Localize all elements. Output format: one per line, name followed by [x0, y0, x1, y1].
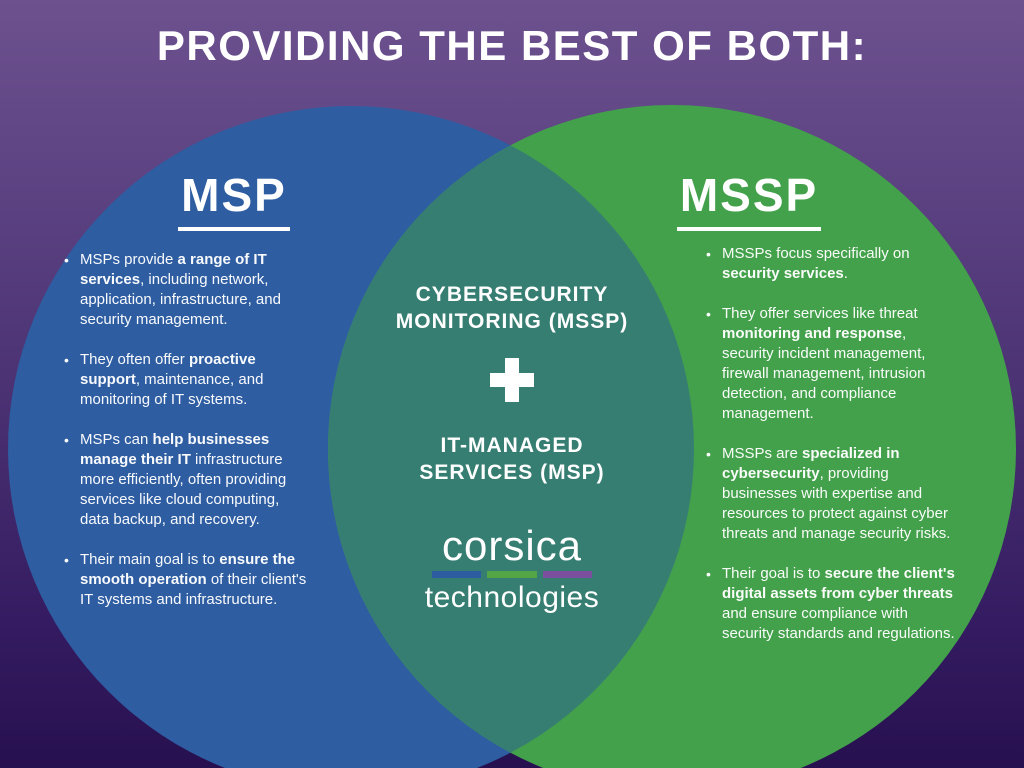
mssp-heading-label: MSSP	[676, 168, 822, 231]
bullet-item: Their goal is to secure the client's dig…	[704, 564, 958, 644]
mssp-heading: MSSP	[664, 168, 834, 231]
logo-bar-green	[487, 571, 537, 578]
venn-overlap-region	[328, 106, 694, 768]
bullet-item: MSSPs focus specifically on security ser…	[704, 244, 958, 284]
logo-bar-blue	[432, 571, 482, 578]
logo-wordmark-corsica: corsica	[441, 522, 583, 569]
bullet-item: MSSPs are specialized in cybersecurity, …	[704, 444, 958, 544]
bullet-item: They offer services like threat monitori…	[704, 304, 958, 424]
logo-color-bars	[432, 571, 592, 578]
logo-bar-purple	[542, 571, 592, 578]
overlap-label-it-managed-services: IT-MANAGED SERVICES (MSP)	[419, 434, 605, 484]
bullet-item: They often offer proactive support, main…	[62, 350, 312, 410]
overlap-label-cybersecurity-monitoring: CYBERSECURITY MONITORING (MSSP)	[395, 283, 629, 333]
msp-heading: MSP	[158, 168, 310, 231]
page-title: PROVIDING THE BEST OF BOTH:	[156, 22, 868, 69]
logo-wordmark-technologies: technologies	[424, 581, 600, 614]
msp-heading-label: MSP	[178, 168, 290, 231]
mssp-bullet-list: MSSPs focus specifically on security ser…	[704, 244, 958, 664]
bullet-item: MSPs can help businesses manage their IT…	[62, 430, 312, 530]
bullet-item: MSPs provide a range of IT services, inc…	[62, 250, 312, 330]
corsica-technologies-logo: corsica technologies	[351, 524, 673, 614]
plus-icon	[490, 358, 534, 402]
msp-bullet-list: MSPs provide a range of IT services, inc…	[62, 250, 312, 630]
bullet-item: Their main goal is to ensure the smooth …	[62, 550, 312, 610]
